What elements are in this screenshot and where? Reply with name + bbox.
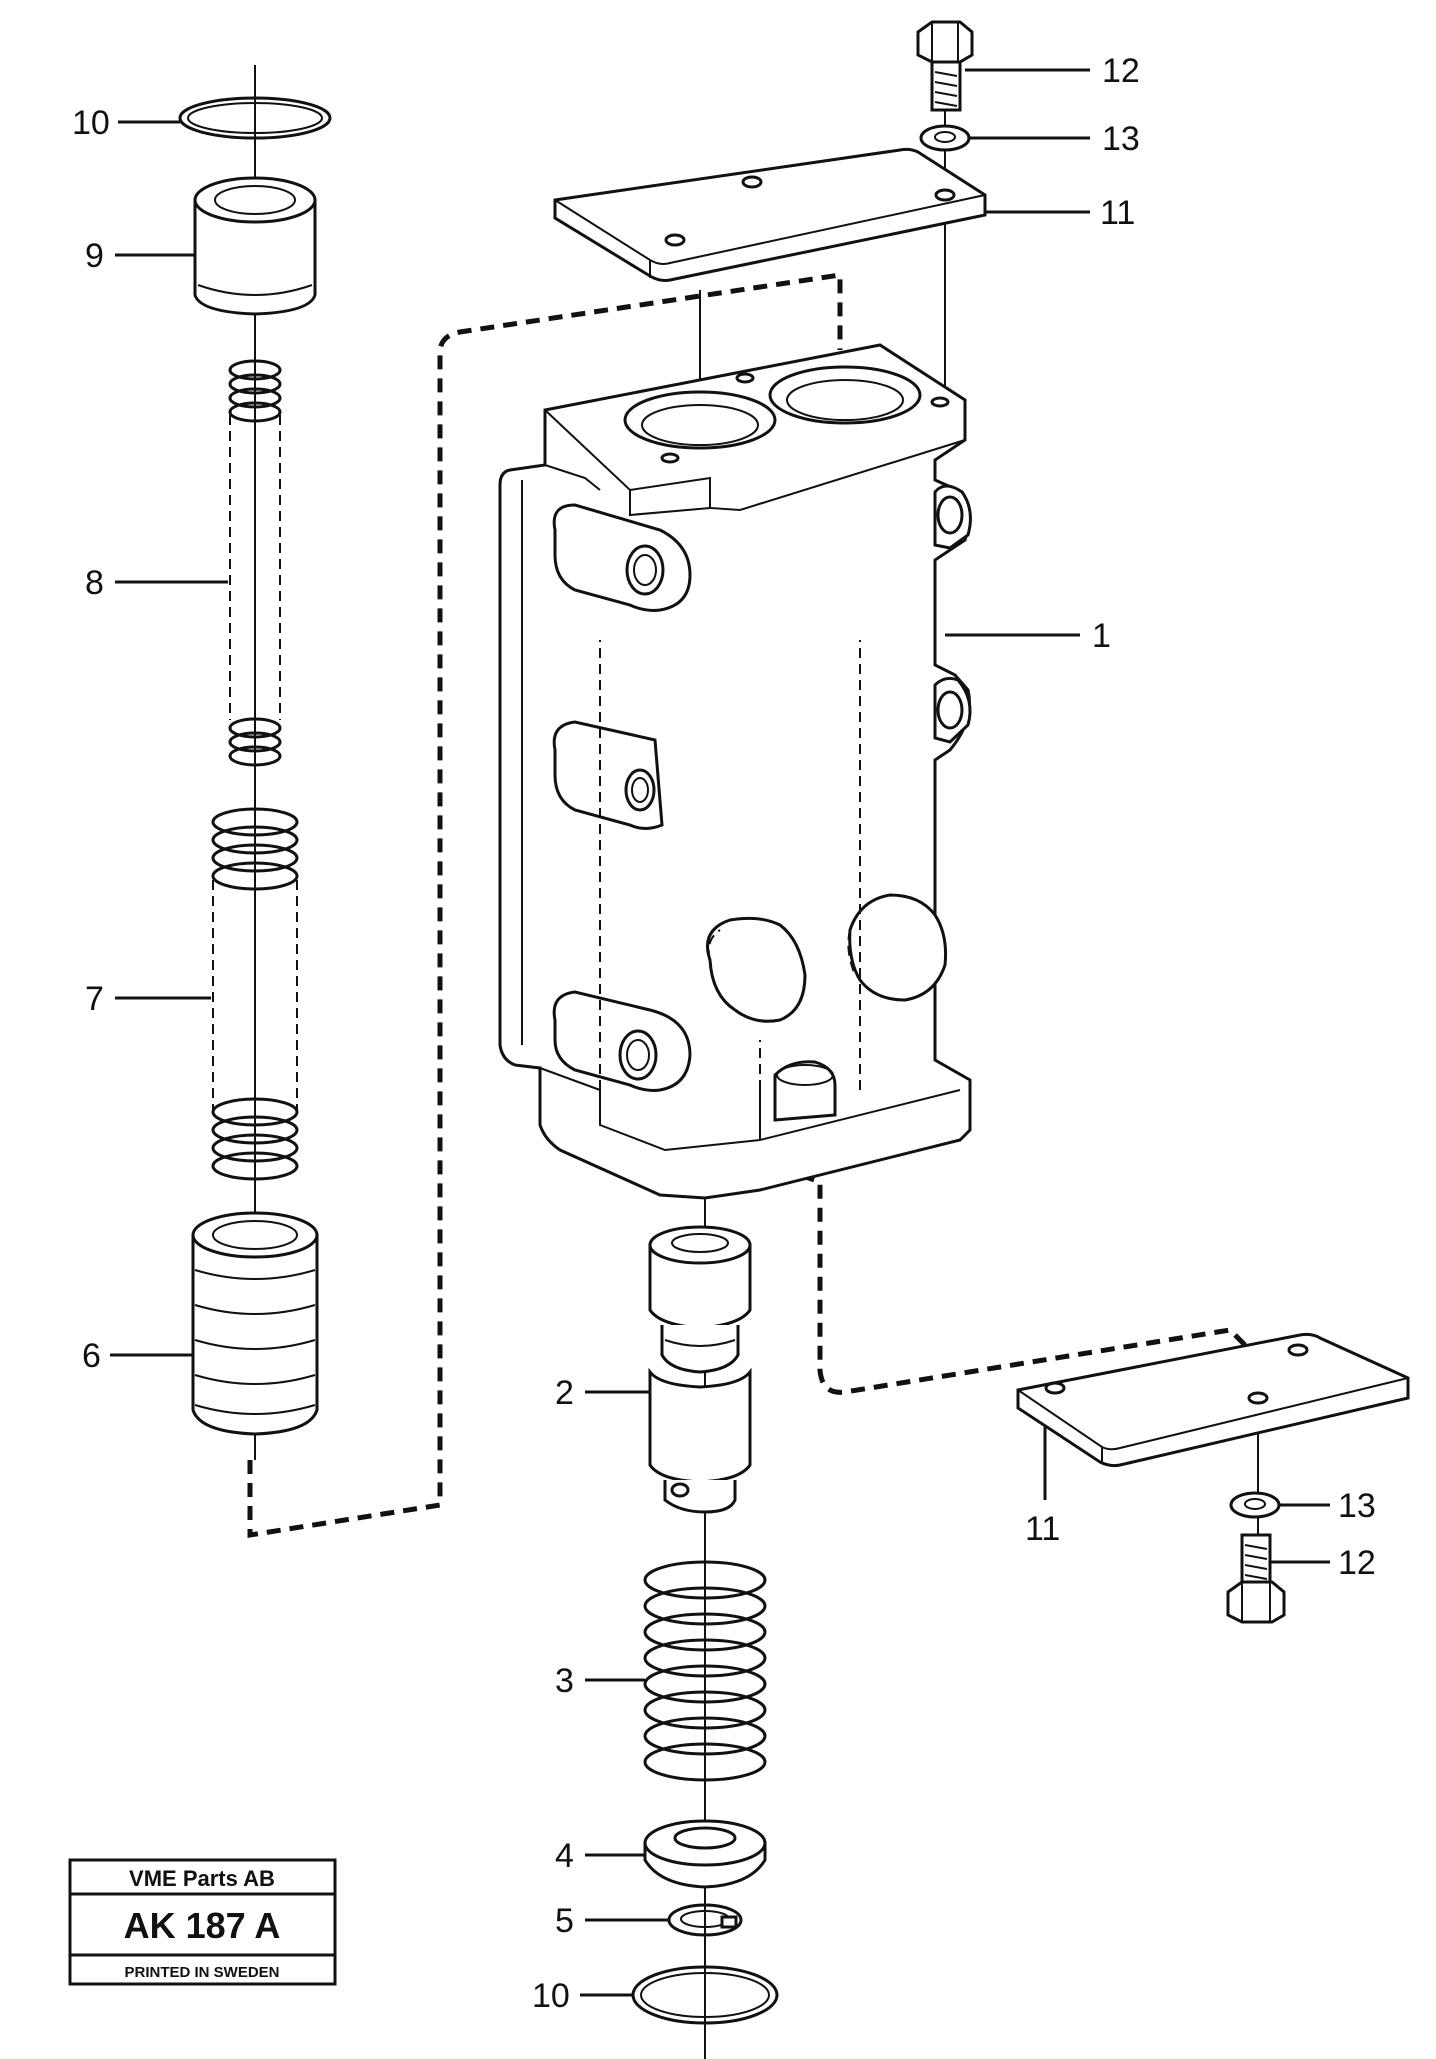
label-part-5: 5 <box>555 1902 574 1940</box>
stamp-code: AK 187 A <box>124 1905 281 1946</box>
spring-seat <box>643 1819 767 1889</box>
cover-plate-bottom <box>1016 1332 1410 1468</box>
label-part-4: 4 <box>555 1837 574 1875</box>
label-part-8: 8 <box>85 564 104 602</box>
label-part-3: 3 <box>555 1662 574 1700</box>
spring-part-8 <box>228 359 282 767</box>
washer-top <box>919 124 971 152</box>
label-part-11-top: 11 <box>1100 194 1135 232</box>
bolt-top <box>916 20 974 112</box>
label-part-13-bottom: 13 <box>1338 1487 1376 1525</box>
bushing-part <box>191 1211 319 1436</box>
stamp-printed: PRINTED IN SWEDEN <box>124 1964 279 1981</box>
label-part-2: 2 <box>555 1374 574 1412</box>
spring-part-3 <box>643 1560 767 1782</box>
leader-lines <box>110 68 1330 1997</box>
label-part-11-bottom: 11 <box>1025 1510 1060 1548</box>
stamp-company: VME Parts AB <box>129 1866 275 1891</box>
label-part-13-top: 13 <box>1102 120 1140 158</box>
circlip <box>667 1903 743 1937</box>
label-part-10-bottom: 10 <box>532 1977 570 2015</box>
label-part-9: 9 <box>85 237 104 275</box>
valve-spool <box>648 1225 752 1514</box>
label-part-12-top: 12 <box>1102 52 1140 90</box>
label-part-12-bottom: 12 <box>1338 1544 1376 1582</box>
spring-part-7 <box>211 807 299 1181</box>
sleeve-part <box>193 176 317 316</box>
label-part-7: 7 <box>85 980 104 1018</box>
cover-plate-top <box>553 147 987 282</box>
valve-housing <box>498 343 972 1200</box>
label-part-6: 6 <box>82 1337 101 1375</box>
washer-bottom <box>1229 1491 1281 1519</box>
parts-stamp: VME Parts AB AK 187 A PRINTED IN SWEDEN <box>68 1858 337 1986</box>
label-part-10-top: 10 <box>72 104 110 142</box>
assembly-line-left <box>247 272 843 1538</box>
bolt-bottom <box>1226 1533 1286 1624</box>
o-ring-top <box>178 96 332 140</box>
assembly-line-bottom <box>702 1172 1248 1395</box>
label-part-1: 1 <box>1092 617 1111 655</box>
